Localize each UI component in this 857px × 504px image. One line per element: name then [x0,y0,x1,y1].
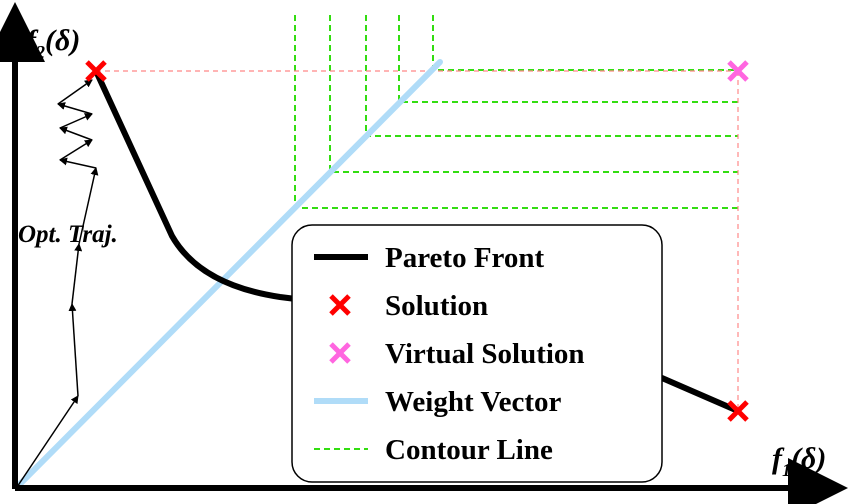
legend-label: Solution [385,290,488,322]
legend-cross-icon [329,294,351,316]
y-axis-label: f2(δ) [26,24,80,62]
legend-label: Contour Line [385,434,553,466]
virtual-solution-marker [727,60,749,82]
solution-marker [85,60,107,82]
legend-box [291,224,663,483]
legend-item: Pareto Front [314,242,545,274]
pareto-front-curve-tail [659,375,741,414]
projection-lines [96,70,739,411]
legend-label: Virtual Solution [385,338,585,370]
legend-item: Weight Vector [314,386,562,418]
contour-line [294,15,738,209]
contour-lines [294,15,738,209]
contour-line [365,15,738,137]
contour-line [432,15,738,71]
legend-label: Weight Vector [385,386,562,418]
weight-vector [14,59,443,490]
solution-marker [727,400,749,422]
legend-label: Pareto Front [385,242,545,274]
legend-item: Contour Line [314,434,553,466]
x-axis-label: f1(δ) [772,442,826,480]
trajectory-label: Opt. Traj. [18,221,118,248]
optimization-trajectory [16,79,99,488]
legend-cross-icon [329,342,351,364]
contour-line [329,15,738,173]
legend-item: Virtual Solution [329,338,585,370]
pareto-front-curve [93,68,299,302]
legend-item: Solution [329,290,488,322]
contour-line [398,15,738,103]
